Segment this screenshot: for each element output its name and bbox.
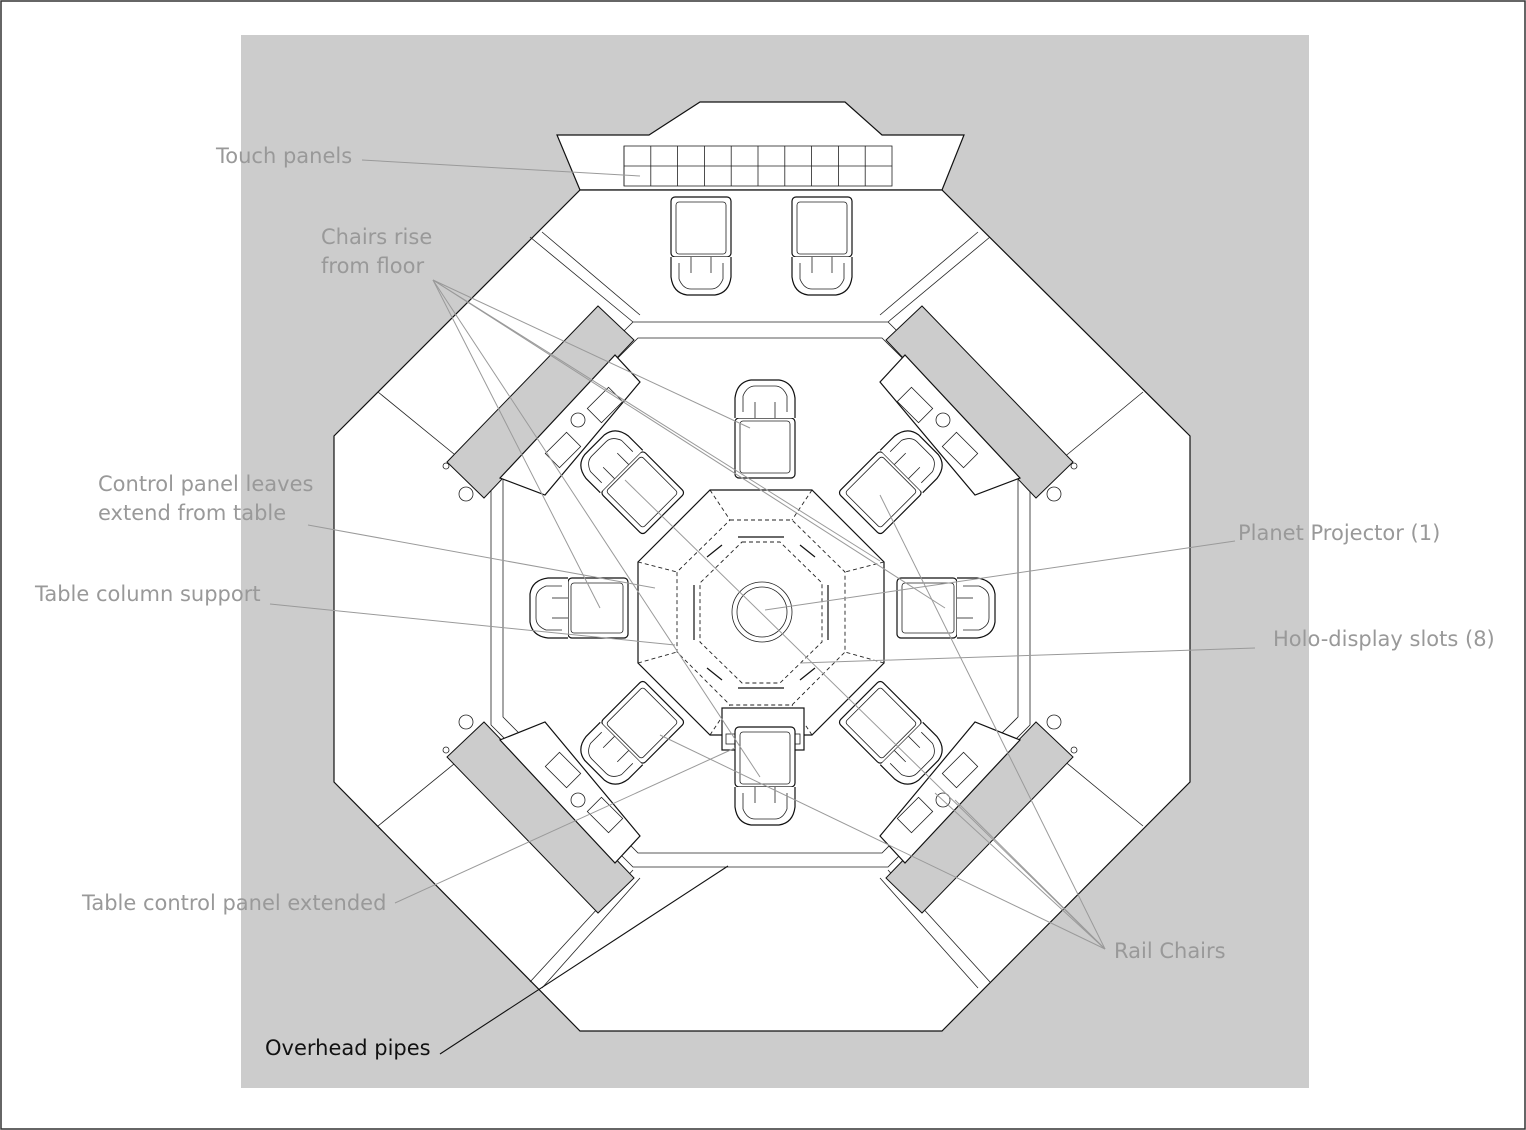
chair-rail-south — [734, 726, 796, 826]
chair-top-left — [670, 196, 732, 296]
label-table-column-support: Table column support — [34, 582, 261, 606]
chair-rail-east — [896, 577, 996, 639]
leader-lines — [269, 159, 1256, 1055]
label-control-leaves-line2: extend from table — [98, 501, 286, 525]
chair-rail-southwest — [580, 680, 685, 785]
label-table-control-panel: Table control panel extended — [81, 891, 386, 915]
label-planet-projector: Planet Projector (1) — [1238, 521, 1440, 545]
touch-panel-cells — [623, 146, 866, 186]
corner-blocks — [446, 305, 1074, 914]
label-touch-panels: Touch panels — [215, 144, 352, 168]
label-chairs-rise-line1: Chairs rise — [321, 225, 432, 249]
wall-segments — [377, 231, 1144, 989]
label-holo-display-slots: Holo-display slots (8) — [1273, 627, 1495, 651]
label-control-leaves-line1: Control panel leaves — [98, 472, 313, 496]
label-rail-chairs: Rail Chairs — [1114, 939, 1226, 963]
chair-top-right — [791, 196, 853, 296]
chairs-group — [529, 196, 996, 826]
pipe-fixtures — [442, 462, 1078, 754]
label-chairs-rise-line2: from floor — [321, 254, 424, 278]
chair-rail-west — [529, 577, 629, 639]
label-overhead-pipes: Overhead pipes — [265, 1036, 431, 1060]
chair-rail-northeast — [838, 430, 943, 535]
planet-projector — [731, 581, 793, 643]
chair-rail-northwest — [580, 430, 685, 535]
chair-rail-southeast — [838, 680, 943, 785]
chair-rail-north — [734, 379, 796, 479]
